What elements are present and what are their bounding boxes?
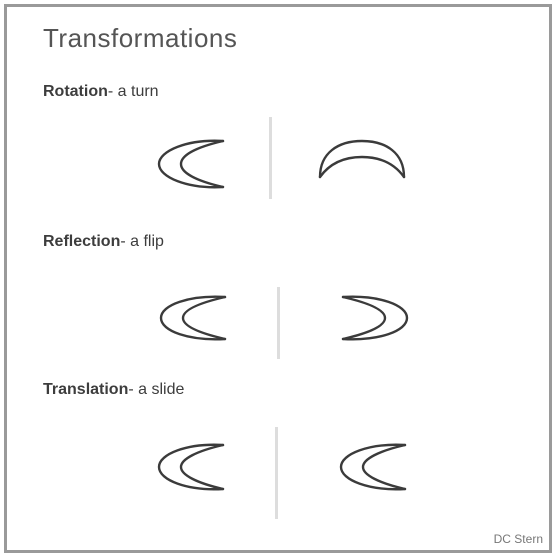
reflection-term: Reflection — [43, 233, 120, 250]
rotation-rotated-crescent — [314, 135, 410, 185]
reflection-label: Reflection- a flip — [43, 233, 164, 251]
translation-term: Translation — [43, 381, 128, 398]
reflection-definition: - a flip — [120, 233, 164, 250]
rotation-label: Rotation- a turn — [43, 83, 159, 101]
rotation-definition: - a turn — [108, 83, 159, 100]
translation-moved-crescent — [335, 439, 415, 495]
translation-divider — [275, 427, 278, 519]
author-credit: DC Stern — [494, 532, 543, 546]
translation-definition: - a slide — [128, 381, 184, 398]
rotation-term: Rotation — [43, 83, 108, 100]
translation-original-crescent — [153, 439, 233, 495]
rotation-divider — [269, 117, 272, 199]
worksheet-frame: Transformations Rotation- a turn Reflect… — [4, 4, 552, 553]
reflection-original-crescent — [155, 291, 235, 345]
reflection-divider — [277, 287, 280, 359]
translation-label: Translation- a slide — [43, 381, 184, 399]
reflection-flipped-crescent — [333, 291, 413, 345]
page-title: Transformations — [43, 23, 237, 54]
rotation-original-crescent — [153, 135, 233, 193]
